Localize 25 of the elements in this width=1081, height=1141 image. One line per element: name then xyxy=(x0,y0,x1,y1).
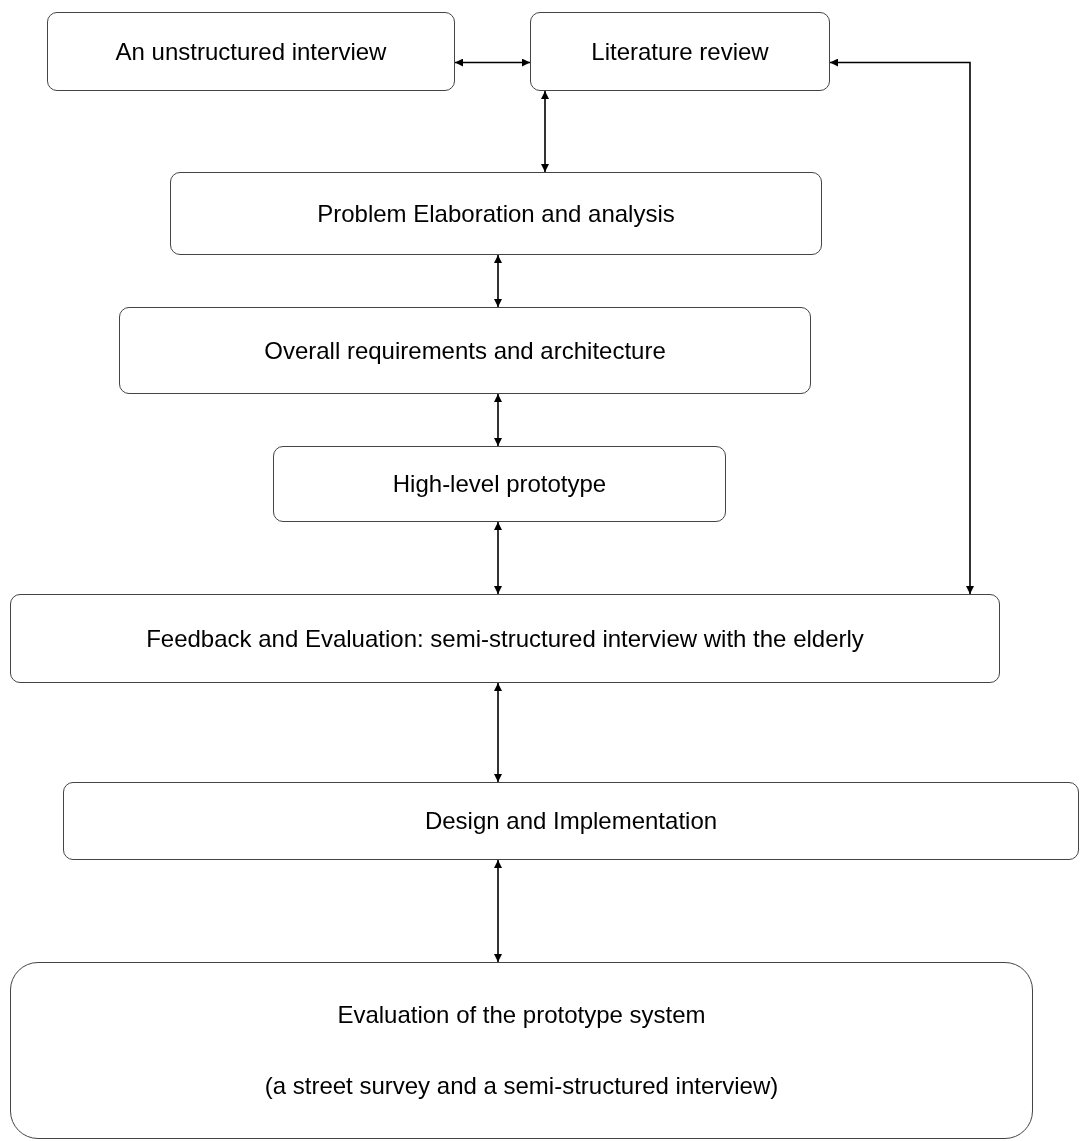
process-box xyxy=(10,962,1033,1139)
double-arrow xyxy=(494,682,502,783)
double-arrow xyxy=(494,859,502,963)
double-arrow xyxy=(829,58,974,595)
box-label: An unstructured interview xyxy=(114,36,388,67)
double-arrow xyxy=(494,393,502,447)
box-label: Design and Implementation xyxy=(423,806,719,836)
box-label: Problem Elaboration and analysis xyxy=(316,198,676,229)
box-label: Feedback and Evaluation: semi-structured interview with the elderly xyxy=(145,623,865,654)
process-box xyxy=(530,12,830,91)
process-box xyxy=(119,307,811,394)
process-box xyxy=(63,782,1079,860)
box-label: (a street survey and a semi-structured interview) xyxy=(263,1071,780,1102)
process-box xyxy=(10,594,1000,683)
box-label: High-level prototype xyxy=(391,469,608,499)
box-label: Literature review xyxy=(590,36,770,67)
double-arrow xyxy=(541,90,549,173)
box-label: Evaluation of the prototype system xyxy=(336,999,707,1030)
double-arrow xyxy=(494,254,502,308)
box-label: Overall requirements and architecture xyxy=(263,335,667,366)
double-arrow xyxy=(454,58,531,67)
process-box xyxy=(47,12,455,91)
double-arrow xyxy=(494,521,502,595)
process-box xyxy=(273,446,726,522)
process-box xyxy=(170,172,822,255)
